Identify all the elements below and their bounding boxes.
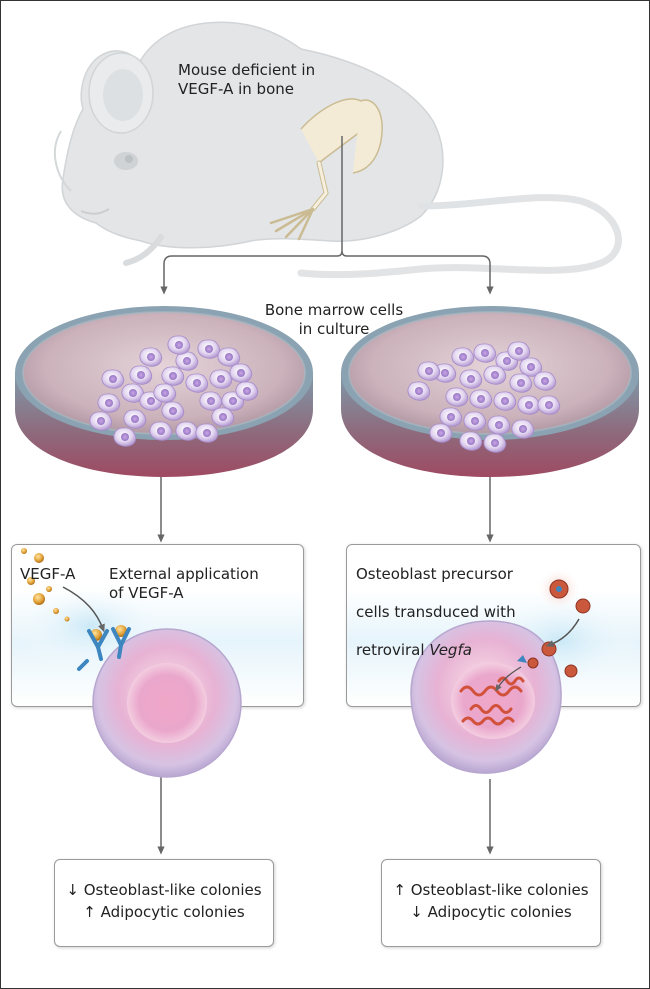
retrovirus-particles — [527, 567, 591, 678]
mouse-illustration — [53, 21, 622, 279]
label-mouse: Mouse deficient in VEGF-A in bone — [178, 61, 316, 98]
outcome-left-line2: ↑ Adipocytic colonies — [83, 903, 245, 921]
label-transduced: Osteoblast precursor cells transduced wi… — [356, 565, 516, 659]
outcome-right-line1: ↑ Osteoblast-like colonies — [393, 881, 589, 899]
culture-dish-right — [341, 306, 639, 477]
outcome-box-right: ↑ Osteoblast-like colonies ↓ Adipocytic … — [381, 859, 601, 947]
target-cell-right — [410, 567, 641, 774]
outcome-left-line1: ↓ Osteoblast-like colonies — [66, 881, 262, 899]
target-cell-left — [11, 548, 242, 778]
label-external-application: External application of VEGF-A — [109, 565, 259, 602]
viral-rna — [459, 676, 525, 726]
outcome-right-line2: ↓ Adipocytic colonies — [410, 903, 572, 921]
culture-dish-left — [15, 306, 313, 477]
label-vegf: VEGF-A — [20, 565, 76, 583]
gene-name: Vegfa — [429, 641, 472, 659]
outcome-box-left: ↓ Osteoblast-like colonies ↑ Adipocytic … — [54, 859, 274, 947]
bone-illustration — [269, 98, 383, 241]
label-culture: Bone marrow cells in culture — [264, 301, 404, 338]
vegf-receptor — [77, 627, 131, 671]
